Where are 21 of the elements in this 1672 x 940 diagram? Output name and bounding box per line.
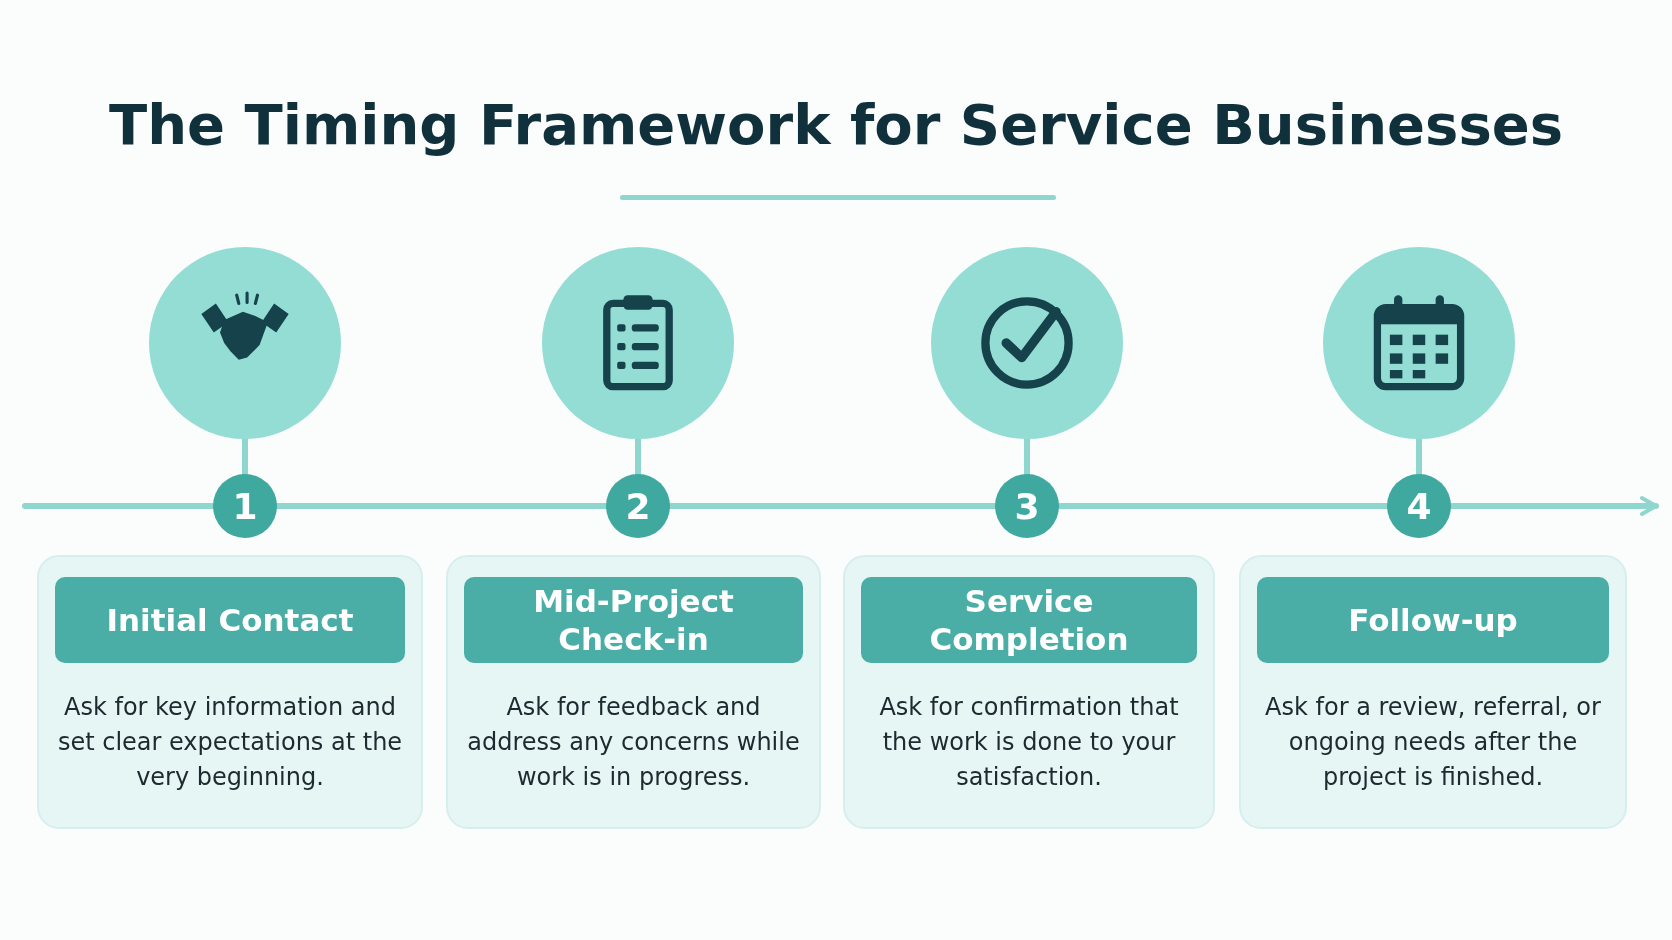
connector-line — [1416, 436, 1422, 477]
step-card — [1239, 555, 1627, 829]
step-number: 3 — [995, 474, 1059, 538]
step-card — [843, 555, 1215, 829]
step-title: Service Completion — [861, 577, 1197, 663]
step-description: Ask for confirmation that the work is done to your satisfaction. — [878, 691, 1180, 793]
title: The Timing Framework for Service Businesses — [107, 92, 1565, 157]
connector-line — [242, 436, 248, 477]
step-card — [446, 555, 821, 829]
step-title: Mid-Project Check-in — [464, 577, 803, 663]
step-number: 4 — [1387, 474, 1451, 538]
connector-line — [1024, 436, 1030, 477]
step-description: Ask for feedback and address any concerns while work is in progress. — [466, 691, 801, 793]
step-title: Initial Contact — [55, 577, 405, 663]
step-title: Follow-up — [1257, 577, 1609, 663]
step-number: 1 — [213, 474, 277, 538]
step-number: 2 — [606, 474, 670, 538]
step-description: Ask for key information and set clear expectations at the very beginning. — [57, 691, 403, 793]
connector-line — [635, 436, 641, 477]
step-description: Ask for a review, referral, or ongoing needs after the project is finished. — [1264, 691, 1602, 793]
step-card — [37, 555, 423, 829]
